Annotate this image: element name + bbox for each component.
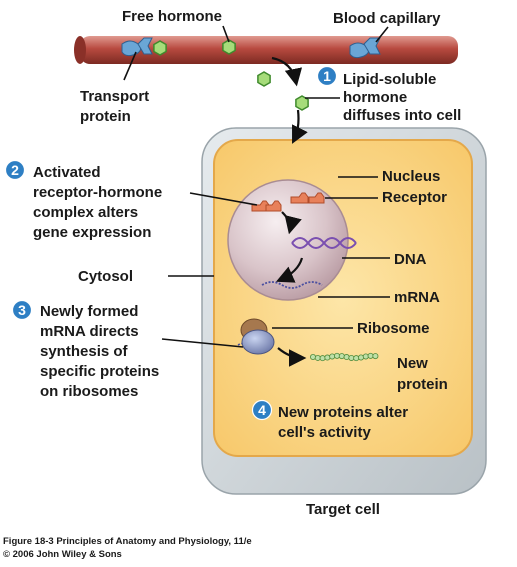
label-cytosol: Cytosol bbox=[78, 268, 133, 285]
hormone-icon-1 bbox=[153, 40, 167, 56]
amino-acid-bead bbox=[324, 354, 331, 361]
hormone-icon-4 bbox=[295, 95, 309, 111]
label-step-1: Lipid-soluble hormone diffuses into cell bbox=[343, 71, 461, 124]
new-protein-chain bbox=[309, 352, 379, 362]
step-badge-number: 3 bbox=[18, 302, 26, 318]
label-new-protein: New protein bbox=[397, 355, 448, 393]
label-dna: DNA bbox=[394, 251, 427, 268]
step-badge-circle bbox=[11, 299, 33, 321]
step-badge-circle bbox=[251, 399, 273, 421]
step-badge-number: 4 bbox=[258, 402, 266, 418]
ribosome-icon bbox=[240, 318, 275, 355]
label-ribosome: Ribosome bbox=[357, 320, 430, 337]
label-blood-capillary: Blood capillary bbox=[333, 10, 441, 27]
transport-protein-icon bbox=[121, 37, 153, 57]
label-mrna: mRNA bbox=[394, 289, 440, 306]
step-badge-2: 2 bbox=[4, 159, 26, 181]
step-badge-number: 2 bbox=[11, 162, 19, 178]
amino-acid-bead bbox=[319, 355, 326, 362]
amino-acid-bead bbox=[343, 354, 350, 361]
amino-acid-bead bbox=[357, 354, 364, 361]
copyright-notice: © 2006 John Wiley & Sons bbox=[3, 549, 122, 560]
amino-acid-bead bbox=[329, 353, 336, 360]
hormone-icon-3 bbox=[257, 71, 271, 87]
dna-strand bbox=[291, 237, 357, 249]
label-step-3: Newly formed mRNA directs synthesis of s… bbox=[40, 303, 163, 400]
blood-capillary bbox=[74, 36, 458, 64]
amino-acid-bead bbox=[309, 353, 316, 360]
hormone-icon-2 bbox=[222, 39, 236, 55]
label-nucleus: Nucleus bbox=[382, 168, 440, 185]
label-step-2: Activated receptor-hormone complex alter… bbox=[33, 164, 166, 241]
receptor-icon bbox=[290, 192, 325, 204]
leader-lines bbox=[123, 25, 390, 348]
step-badge-number: 1 bbox=[323, 68, 331, 84]
amino-acid-bead bbox=[353, 355, 360, 362]
step-badges: 1 2 3 4 bbox=[4, 65, 338, 421]
label-step-4: New proteins alter cell's activity bbox=[278, 404, 412, 441]
label-receptor: Receptor bbox=[382, 189, 447, 206]
amino-acid-bead bbox=[338, 353, 345, 360]
process-arrows bbox=[271, 56, 308, 367]
figure-caption: Figure 18-3 Principles of Anatomy and Ph… bbox=[3, 536, 252, 547]
label-free-hormone: Free hormone bbox=[122, 8, 222, 25]
step-badge-3: 3 bbox=[11, 299, 33, 321]
label-transport-protein: Transport protein bbox=[80, 88, 153, 125]
receptor-hormone-complex bbox=[251, 200, 282, 212]
step-badge-circle bbox=[4, 159, 26, 181]
amino-acid-bead bbox=[372, 353, 379, 360]
step-badge-1: 1 bbox=[316, 65, 338, 87]
mrna-strand bbox=[261, 281, 323, 289]
label-target-cell: Target cell bbox=[306, 501, 380, 518]
amino-acid-bead bbox=[362, 353, 369, 360]
step-badge-circle bbox=[316, 65, 338, 87]
step-badge-4: 4 bbox=[251, 399, 273, 421]
